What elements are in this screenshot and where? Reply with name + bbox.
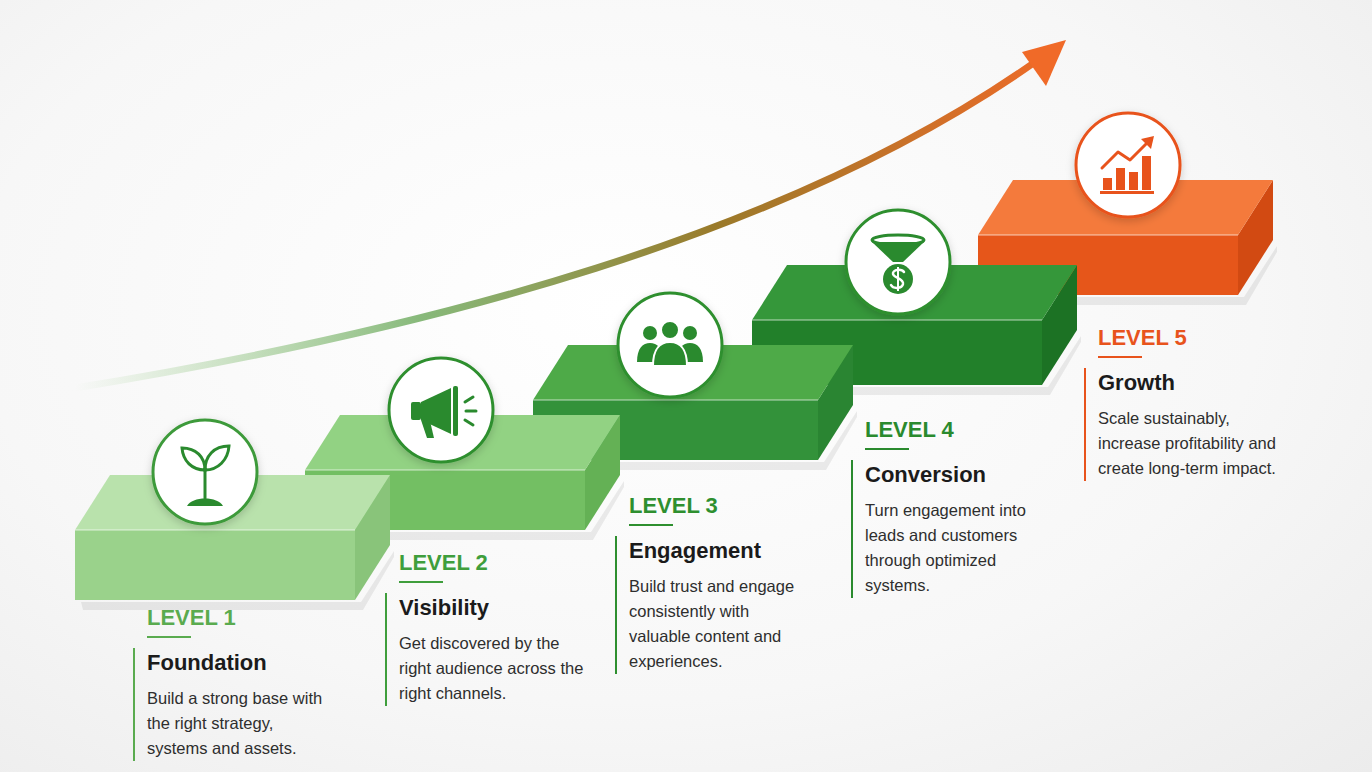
step-edge — [978, 234, 1238, 236]
level-label: LEVEL 4 — [851, 416, 1031, 444]
level-underline — [865, 448, 909, 450]
step-text: LEVEL 2 VisibilityGet discovered by the r… — [385, 549, 585, 706]
step-title: Conversion — [865, 460, 1031, 490]
step-front — [75, 530, 355, 600]
step-front — [752, 320, 1042, 385]
step-top — [978, 180, 1273, 235]
step-description: Get discovered by the right audience acr… — [399, 631, 585, 706]
step-top — [305, 415, 620, 470]
sprout-leaf — [205, 446, 229, 470]
step-text: LEVEL 3 EngagementBuild trust and engage … — [615, 492, 815, 674]
level-underline — [629, 524, 673, 526]
level-label: LEVEL 2 — [385, 549, 585, 577]
step-text: LEVEL 1 FoundationBuild a strong base wit… — [133, 604, 333, 761]
step-block: LEVEL 1FoundationBuild a strong base wit… — [75, 475, 390, 600]
step-front — [533, 400, 818, 460]
step-description: Scale sustainably, increase profitabilit… — [1098, 406, 1279, 481]
step-body: EngagementBuild trust and engage consist… — [615, 536, 815, 674]
funnel-rim — [872, 235, 924, 245]
level-underline — [399, 581, 443, 583]
step-title: Foundation — [147, 648, 333, 678]
chart-arrow-head — [1141, 136, 1154, 149]
arrow-head — [1022, 40, 1066, 86]
level-underline — [147, 636, 191, 638]
step-title: Growth — [1098, 368, 1279, 398]
step-edge — [752, 319, 1042, 321]
step-description: Build trust and engage consistently with… — [629, 574, 815, 674]
step-body: ConversionTurn engagement into leads and… — [851, 460, 1031, 598]
step-top — [533, 345, 853, 400]
level-label: LEVEL 3 — [615, 492, 815, 520]
step-top — [75, 475, 390, 530]
step-edge — [533, 399, 818, 401]
step-text: LEVEL 4 ConversionTurn engagement into le… — [851, 416, 1031, 598]
step-body: VisibilityGet discovered by the right au… — [385, 593, 585, 706]
step-front — [305, 470, 585, 530]
chart-trend — [1102, 142, 1148, 168]
level-label: LEVEL 5 — [1084, 324, 1279, 352]
step-body: FoundationBuild a strong base with the r… — [133, 648, 333, 761]
step-shape — [75, 475, 390, 600]
sprout-leaf — [182, 448, 205, 470]
step-body: GrowthScale sustainably, increase profit… — [1084, 368, 1279, 481]
step-edge — [75, 529, 355, 531]
step-title: Visibility — [399, 593, 585, 623]
person-head — [661, 321, 679, 339]
funnel-body — [872, 242, 924, 262]
step-top — [752, 265, 1077, 320]
step-description: Turn engagement into leads and customers… — [865, 498, 1031, 598]
level-underline — [1098, 356, 1142, 358]
person-head — [643, 326, 657, 340]
step-description: Build a strong base with the right strat… — [147, 686, 333, 761]
level-label: LEVEL 1 — [133, 604, 333, 632]
person-head — [683, 326, 697, 340]
step-edge — [305, 469, 585, 471]
step-title: Engagement — [629, 536, 815, 566]
step-text: LEVEL 5 GrowthScale sustainably, increase… — [1084, 324, 1279, 481]
step-front — [978, 235, 1238, 295]
